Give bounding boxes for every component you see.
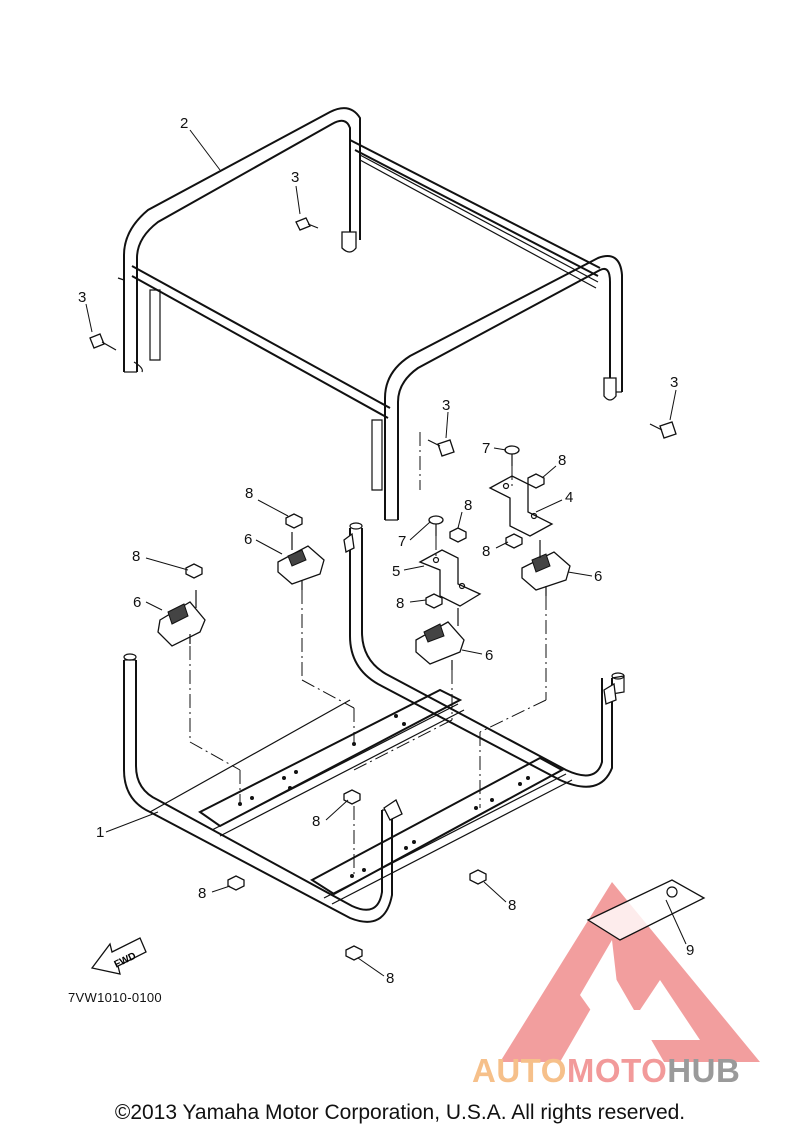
copyright-notice: ©2013 Yamaha Motor Corporation, U.S.A. A… <box>114 1101 686 1124</box>
callout-6: 6 <box>485 647 493 664</box>
nuts-8 <box>185 473 545 961</box>
lower-frame <box>123 522 625 923</box>
callout-4: 4 <box>565 489 573 506</box>
callout-3: 3 <box>291 169 299 186</box>
callout-8: 8 <box>558 452 566 469</box>
callout-8: 8 <box>396 595 404 612</box>
callout-3: 3 <box>670 374 678 391</box>
leader-lines <box>85 129 687 977</box>
callout-3: 3 <box>442 397 450 414</box>
rubber-mount-left <box>157 590 206 647</box>
callout-6: 6 <box>244 531 252 548</box>
bolt-3-left <box>89 333 117 351</box>
bolt-7-lower <box>428 515 444 536</box>
callout-labels: 2 3 3 3 3 7 8 8 4 8 6 7 8 8 5 6 6 8 6 1 … <box>78 115 694 987</box>
watermark-part-moto: MOTO <box>566 1052 668 1089</box>
callout-8: 8 <box>312 813 320 830</box>
callout-6: 6 <box>133 594 141 611</box>
fwd-arrow-icon: FWD <box>90 937 147 975</box>
watermark-logo <box>500 882 760 1062</box>
rubber-mount-right <box>521 540 571 596</box>
callout-1: 1 <box>96 824 104 841</box>
callout-3: 3 <box>78 289 86 306</box>
callout-8: 8 <box>198 885 206 902</box>
callout-7: 7 <box>482 440 490 457</box>
callout-2: 2 <box>180 115 188 132</box>
watermark-wordmark: AUTOMOTOHUB <box>472 1052 740 1090</box>
bolt-3-top <box>295 217 319 231</box>
callout-9: 9 <box>686 942 694 959</box>
callout-7: 7 <box>398 533 406 550</box>
rubber-mount-center <box>415 608 465 670</box>
bolt-3-right <box>649 421 677 439</box>
callout-8: 8 <box>464 497 472 514</box>
callout-8: 8 <box>245 485 253 502</box>
callout-5: 5 <box>392 563 400 580</box>
assembly-center-lines <box>189 432 547 876</box>
pad-9 <box>586 879 706 941</box>
callout-6: 6 <box>594 568 602 585</box>
callout-8: 8 <box>508 897 516 914</box>
bracket-5 <box>418 549 482 607</box>
watermark-part-hub: HUB <box>667 1052 741 1089</box>
callout-8: 8 <box>386 970 394 987</box>
bolt-7-upper <box>504 445 520 466</box>
diagram-reference-code: 7VW1010-0100 <box>68 990 162 1005</box>
bolt-3-center <box>427 439 455 457</box>
rubber-mount-rear-left <box>277 532 325 590</box>
callout-8: 8 <box>482 543 490 560</box>
watermark-part-auto: AUTO <box>472 1052 567 1089</box>
upper-frame <box>117 107 623 521</box>
bracket-4 <box>488 475 554 537</box>
callout-8: 8 <box>132 548 140 565</box>
